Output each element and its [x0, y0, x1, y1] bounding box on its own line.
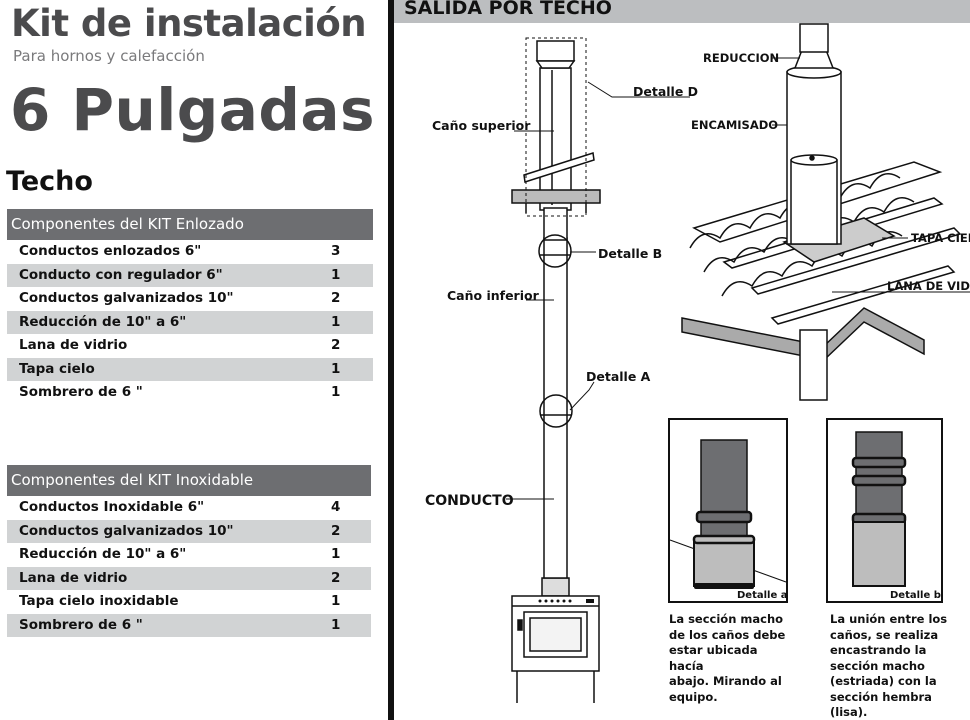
caption-line: La unión entre los: [830, 612, 948, 626]
component-row: Conductos Inoxidable 6" 4: [7, 496, 371, 520]
caption-line: sección hembra: [830, 689, 932, 704]
component-qty: 2: [331, 290, 341, 306]
caption-line: estar ubicada hacía: [669, 643, 758, 673]
component-name: Conductos galvanizados 10": [19, 290, 234, 306]
caption-line: abajo. Mirando al: [669, 674, 782, 688]
component-name: Tapa cielo: [19, 360, 95, 377]
component-name: Conductos Inoxidable 6": [19, 499, 205, 515]
diagram-header: SALIDA POR TECHO: [394, 0, 970, 23]
component-row: Conductos enlozados 6" 3: [7, 240, 373, 264]
component-row: Tapa cielo 1: [7, 357, 373, 381]
component-name: Reducción de 10" a 6": [19, 546, 187, 562]
section-title: Techo: [6, 166, 93, 197]
kit-inoxidable-table: Componentes del KIT Inoxidable Conductos…: [7, 465, 371, 637]
component-row: Sombrero de 6 " 1: [7, 613, 371, 637]
component-name: Conducto con regulador 6": [19, 266, 223, 283]
label-cano-superior: Caño superior: [432, 118, 531, 133]
component-name: Tapa cielo inoxidable: [19, 593, 179, 609]
kit-subtitle: Para hornos y calefacción: [13, 47, 205, 65]
detail-b-panel: Detalle b: [826, 418, 943, 603]
caption-line: (lisa).: [830, 705, 868, 719]
kit-size-heading: 6 Pulgadas: [10, 76, 376, 144]
caption-line: La sección macho: [669, 612, 784, 626]
component-name: Lana de vidrio: [19, 337, 128, 353]
component-name: Conductos enlozados 6": [19, 243, 202, 259]
label-encamisado: ENCAMISADO: [691, 118, 778, 132]
detail-b-tag: Detalle b: [890, 590, 941, 601]
installation-diagram: Detalle D Caño superior Detalle B Caño i…: [425, 6, 970, 703]
component-row: Sombrero de 6 " 1: [7, 381, 373, 405]
label-detalle-d: Detalle D: [633, 84, 698, 99]
component-qty: 1: [331, 266, 341, 283]
component-row: Lana de vidrio 2: [7, 334, 373, 358]
component-row: Conductos galvanizados 10" 2: [7, 519, 371, 543]
component-name: Reducción de 10" a 6": [19, 313, 187, 330]
component-name: Sombrero de 6 ": [19, 616, 143, 633]
caption-line: encastrando la: [830, 643, 927, 657]
component-name: Conductos galvanizados 10": [19, 522, 234, 539]
diagram-panel: Detalle D Caño superior Detalle B Caño i…: [394, 0, 970, 720]
component-row: Conducto con regulador 6" 1: [7, 263, 373, 287]
roof-illustration: [681, 6, 962, 401]
component-row: Conductos galvanizados 10" 2: [7, 287, 373, 311]
caption-line: (estriada) con la: [830, 674, 937, 688]
caption-line: de los caños debe: [669, 627, 786, 642]
component-qty: 4: [331, 499, 341, 515]
diagram-title: SALIDA POR TECHO: [404, 0, 612, 19]
kit-enlozado-table: Componentes del KIT Enlozado Conductos e…: [7, 209, 373, 405]
label-lana-de-vidrio: LANA DE VIDRIO: [887, 279, 970, 293]
kit-inoxidable-header: Componentes del KIT Inoxidable: [7, 465, 371, 496]
right-callout-lines: [772, 57, 970, 293]
label-tapa-cielo: TAPA CIELO: [911, 231, 970, 245]
caption-line: equipo.: [669, 689, 718, 704]
component-name: Sombrero de 6 ": [19, 384, 143, 400]
component-qty: 1: [331, 384, 341, 400]
component-qty: 1: [331, 360, 341, 377]
caption-line: sección macho: [830, 658, 925, 673]
main-pipe: [511, 37, 601, 579]
component-qty: 2: [331, 337, 341, 353]
label-detalle-a: Detalle A: [586, 369, 651, 384]
component-row: Reducción de 10" a 6" 1: [7, 310, 373, 334]
component-name: Lana de vidrio: [19, 569, 128, 586]
component-qty: 1: [331, 313, 341, 330]
component-qty: 1: [331, 593, 341, 609]
component-row: Reducción de 10" a 6" 1: [7, 543, 371, 567]
left-panel: Kit de instalación Para hornos y calefac…: [0, 0, 388, 720]
label-conducto: CONDUCTO: [425, 493, 514, 509]
label-reduccion: REDUCCION: [703, 51, 779, 65]
component-qty: 2: [331, 569, 341, 586]
component-qty: 1: [331, 546, 341, 562]
component-row: Tapa cielo inoxidable 1: [7, 590, 371, 614]
component-qty: 3: [331, 243, 341, 259]
component-qty: 1: [331, 616, 341, 633]
detail-a-panel: Detalle a: [668, 418, 788, 603]
component-row: Lana de vidrio 2: [7, 566, 371, 590]
column-divider: [388, 0, 394, 720]
detail-a-tag: Detalle a: [737, 590, 787, 601]
component-qty: 2: [331, 522, 341, 539]
left-callout-lines: [506, 81, 690, 500]
kit-enlozado-header: Componentes del KIT Enlozado: [7, 209, 373, 240]
stove-illustration: [511, 577, 600, 703]
caption-line: caños, se realiza: [830, 627, 939, 642]
label-detalle-b: Detalle B: [598, 246, 662, 261]
kit-title: Kit de instalación: [11, 2, 367, 45]
label-cano-inferior: Caño inferior: [447, 288, 540, 303]
